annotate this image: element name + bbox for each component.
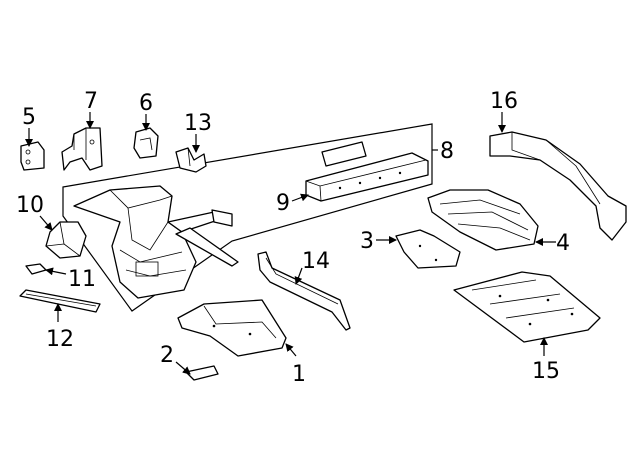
callout-5: 5 [22, 105, 36, 130]
leader-11 [45, 267, 67, 276]
leader-1 [285, 343, 297, 357]
callout-12: 12 [46, 327, 74, 352]
part-8-frame-assembly[interactable] [73, 185, 239, 299]
callout-2: 2 [160, 343, 174, 368]
part-16-rail[interactable] [489, 131, 627, 241]
assembly-outline-8 [62, 123, 433, 312]
callout-10: 10 [16, 193, 44, 218]
part-8-pad [321, 141, 367, 167]
part-13-bracket[interactable] [175, 147, 207, 173]
part-15-floor-panel[interactable] [453, 271, 601, 343]
callout-1: 1 [292, 362, 306, 387]
callout-4: 4 [556, 231, 570, 256]
part-6-bracket[interactable] [133, 127, 159, 159]
part-3-panel[interactable] [395, 229, 461, 269]
callout-9: 9 [276, 191, 290, 216]
part-10-housing[interactable] [45, 221, 87, 259]
part-2-plate[interactable] [185, 365, 219, 381]
callout-15: 15 [532, 359, 560, 384]
callout-11: 11 [68, 267, 96, 292]
part-14-sill[interactable] [257, 251, 351, 331]
part-7-bracket[interactable] [61, 127, 103, 171]
leader-9 [291, 193, 309, 202]
part-4-spare-well[interactable] [427, 189, 539, 251]
callout-14: 14 [302, 249, 330, 274]
callout-8: 8 [440, 139, 454, 164]
part-5-bracket[interactable] [20, 141, 45, 171]
callout-7: 7 [84, 89, 98, 114]
leader-10 [39, 215, 53, 231]
leader-14 [294, 267, 303, 285]
callout-13: 13 [184, 111, 212, 136]
callout-6: 6 [139, 91, 153, 116]
callout-3: 3 [360, 229, 374, 254]
callout-16: 16 [490, 89, 518, 114]
part-1-floor-pan[interactable] [177, 299, 287, 357]
part-11-clip[interactable] [25, 263, 47, 275]
part-12-rail[interactable] [19, 289, 101, 313]
leader-2 [175, 361, 191, 375]
